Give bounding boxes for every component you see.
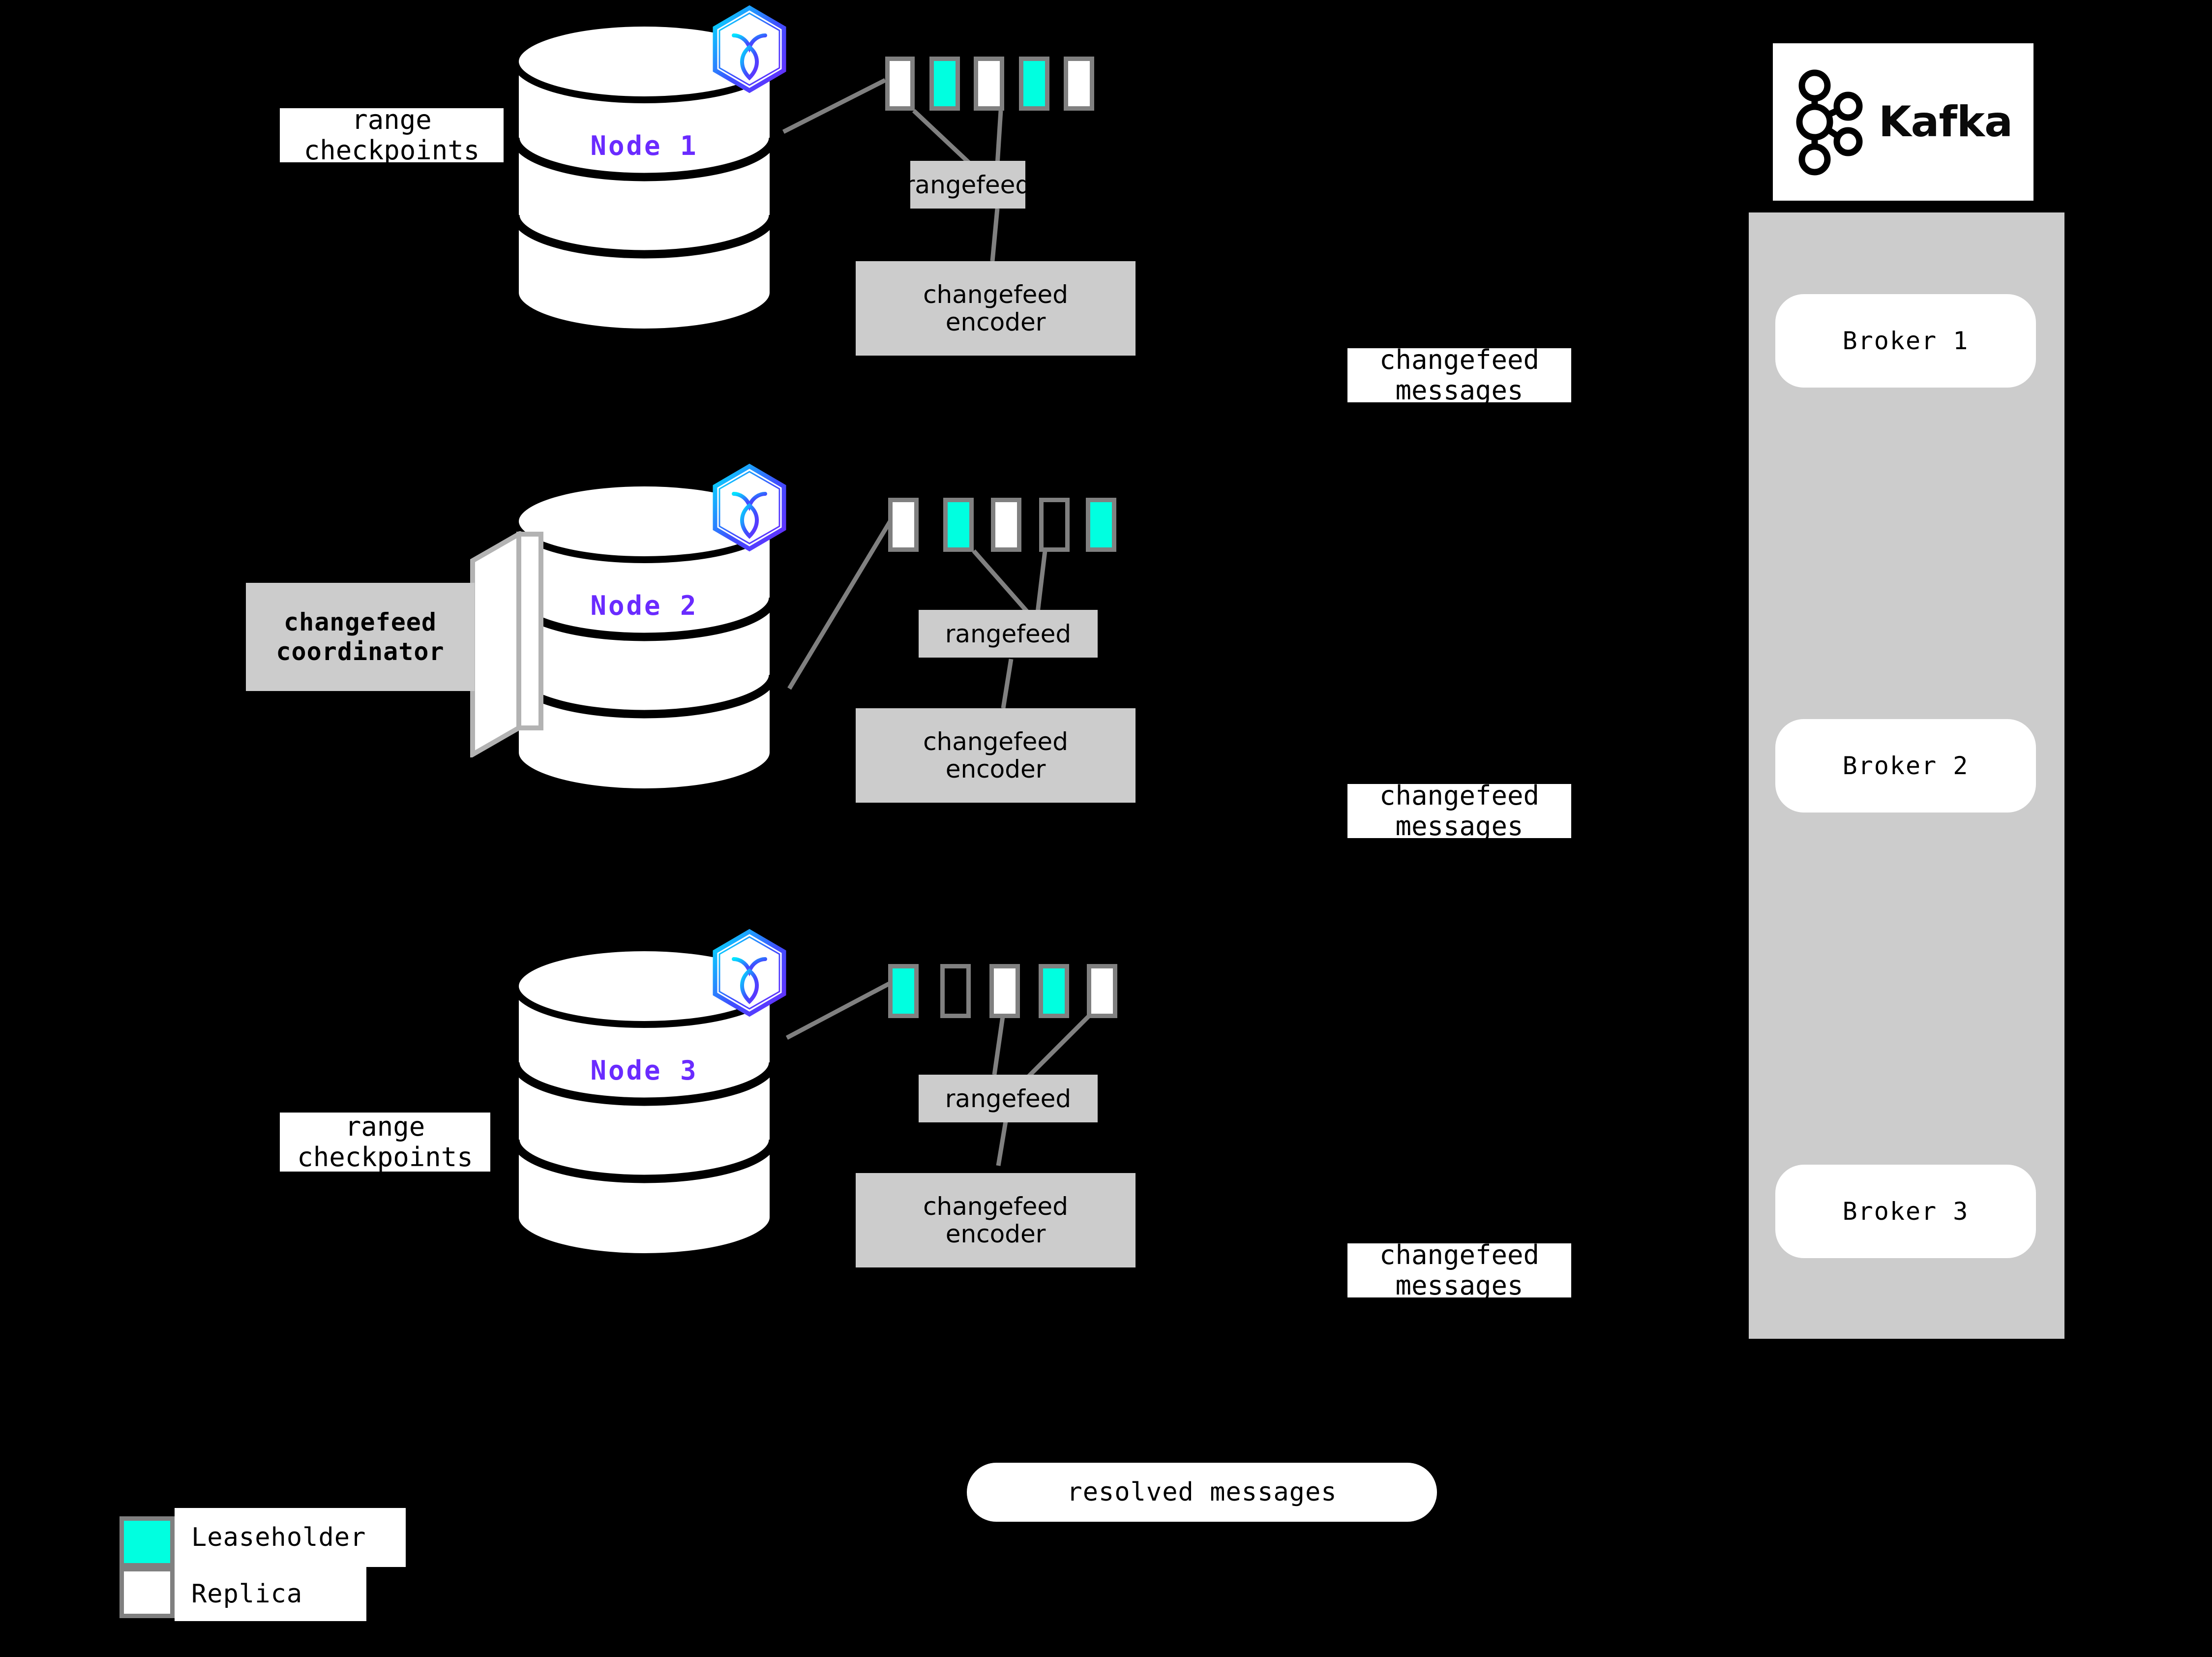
encoder-line-2: encoder [945, 308, 1046, 336]
node-3-label: Node 3 [590, 1055, 698, 1086]
broker-1-box[interactable]: Broker 1 [1775, 294, 2036, 388]
checkpoint-line-1: range [352, 104, 432, 135]
message-line-1: changefeed [1379, 1239, 1540, 1270]
changefeed-encoder-box-node-3[interactable]: changefeed encoder [856, 1173, 1136, 1267]
resolved-messages-pill[interactable]: resolved messages [967, 1463, 1437, 1522]
range-box[interactable] [1087, 964, 1117, 1018]
range-box[interactable] [1039, 498, 1070, 552]
range-box[interactable] [1019, 57, 1049, 111]
broker-2-box[interactable]: Broker 2 [1775, 719, 2036, 813]
range-box[interactable] [989, 964, 1020, 1018]
broker-3-box[interactable]: Broker 3 [1775, 1165, 2036, 1258]
kafka-logo-icon [1796, 69, 1863, 176]
range-box[interactable] [929, 57, 960, 111]
encoder-line-1: changefeed [923, 1192, 1068, 1221]
range-box[interactable] [1039, 964, 1069, 1018]
range-box[interactable] [991, 498, 1021, 552]
rangefeed-box-node-1[interactable]: rangefeed [905, 161, 1031, 209]
coordinator-tab-shape [470, 531, 543, 757]
changefeed-messages-label-2: changefeed messages [1347, 780, 1571, 842]
message-line-2: messages [1395, 811, 1524, 842]
kafka-logo-card: Kafka [1773, 43, 2033, 201]
legend-label-leaseholder: Leaseholder [175, 1508, 406, 1567]
checkpoint-line-2: checkpoints [303, 135, 480, 166]
changefeed-encoder-box-node-2[interactable]: changefeed encoder [856, 708, 1136, 803]
node-2-cylinder [511, 482, 777, 792]
range-checkpoints-label-bottom: range checkpoints [280, 1111, 490, 1173]
changefeed-coordinator-box[interactable]: changefeed coordinator [246, 583, 475, 691]
legend-label-replica: Replica [175, 1567, 366, 1621]
range-box[interactable] [888, 498, 919, 552]
cockroachdb-logo-icon [713, 463, 786, 552]
changefeed-messages-label-1: changefeed messages [1347, 344, 1571, 406]
coordinator-line-1: changefeed [283, 608, 437, 636]
node-1-label: Node 1 [590, 130, 698, 161]
range-box[interactable] [1064, 57, 1094, 111]
range-box[interactable] [974, 57, 1004, 111]
cockroachdb-logo-icon [713, 929, 786, 1017]
encoder-line-1: changefeed [923, 280, 1068, 309]
cockroachdb-logo-icon [713, 5, 786, 93]
rangefeed-box-node-2[interactable]: rangefeed [919, 610, 1098, 658]
kafka-wordmark: Kafka [1878, 97, 2013, 147]
range-box[interactable] [1086, 498, 1116, 552]
encoder-line-1: changefeed [923, 727, 1068, 756]
message-line-2: messages [1395, 1270, 1524, 1301]
range-box[interactable] [888, 964, 919, 1018]
node-2-label: Node 2 [590, 590, 698, 621]
range-box[interactable] [885, 57, 915, 111]
message-line-1: changefeed [1379, 344, 1540, 375]
range-box[interactable] [943, 498, 974, 552]
coordinator-line-2: coordinator [276, 637, 445, 666]
range-checkpoints-label-top: range checkpoints [280, 104, 504, 166]
rangefeed-box-node-3[interactable]: rangefeed [919, 1075, 1098, 1122]
checkpoint-line-1: range [345, 1111, 425, 1142]
checkpoint-line-2: checkpoints [297, 1142, 473, 1173]
legend-swatch-replica [120, 1567, 175, 1618]
node-1-cylinder [511, 22, 777, 332]
changefeed-messages-label-3: changefeed messages [1347, 1239, 1571, 1301]
range-box[interactable] [940, 964, 971, 1018]
encoder-line-2: encoder [945, 755, 1046, 783]
encoder-line-2: encoder [945, 1220, 1046, 1248]
changefeed-encoder-box-node-1[interactable]: changefeed encoder [856, 261, 1136, 356]
message-line-2: messages [1395, 375, 1524, 406]
message-line-1: changefeed [1379, 780, 1540, 811]
legend-swatch-leaseholder [120, 1516, 175, 1567]
